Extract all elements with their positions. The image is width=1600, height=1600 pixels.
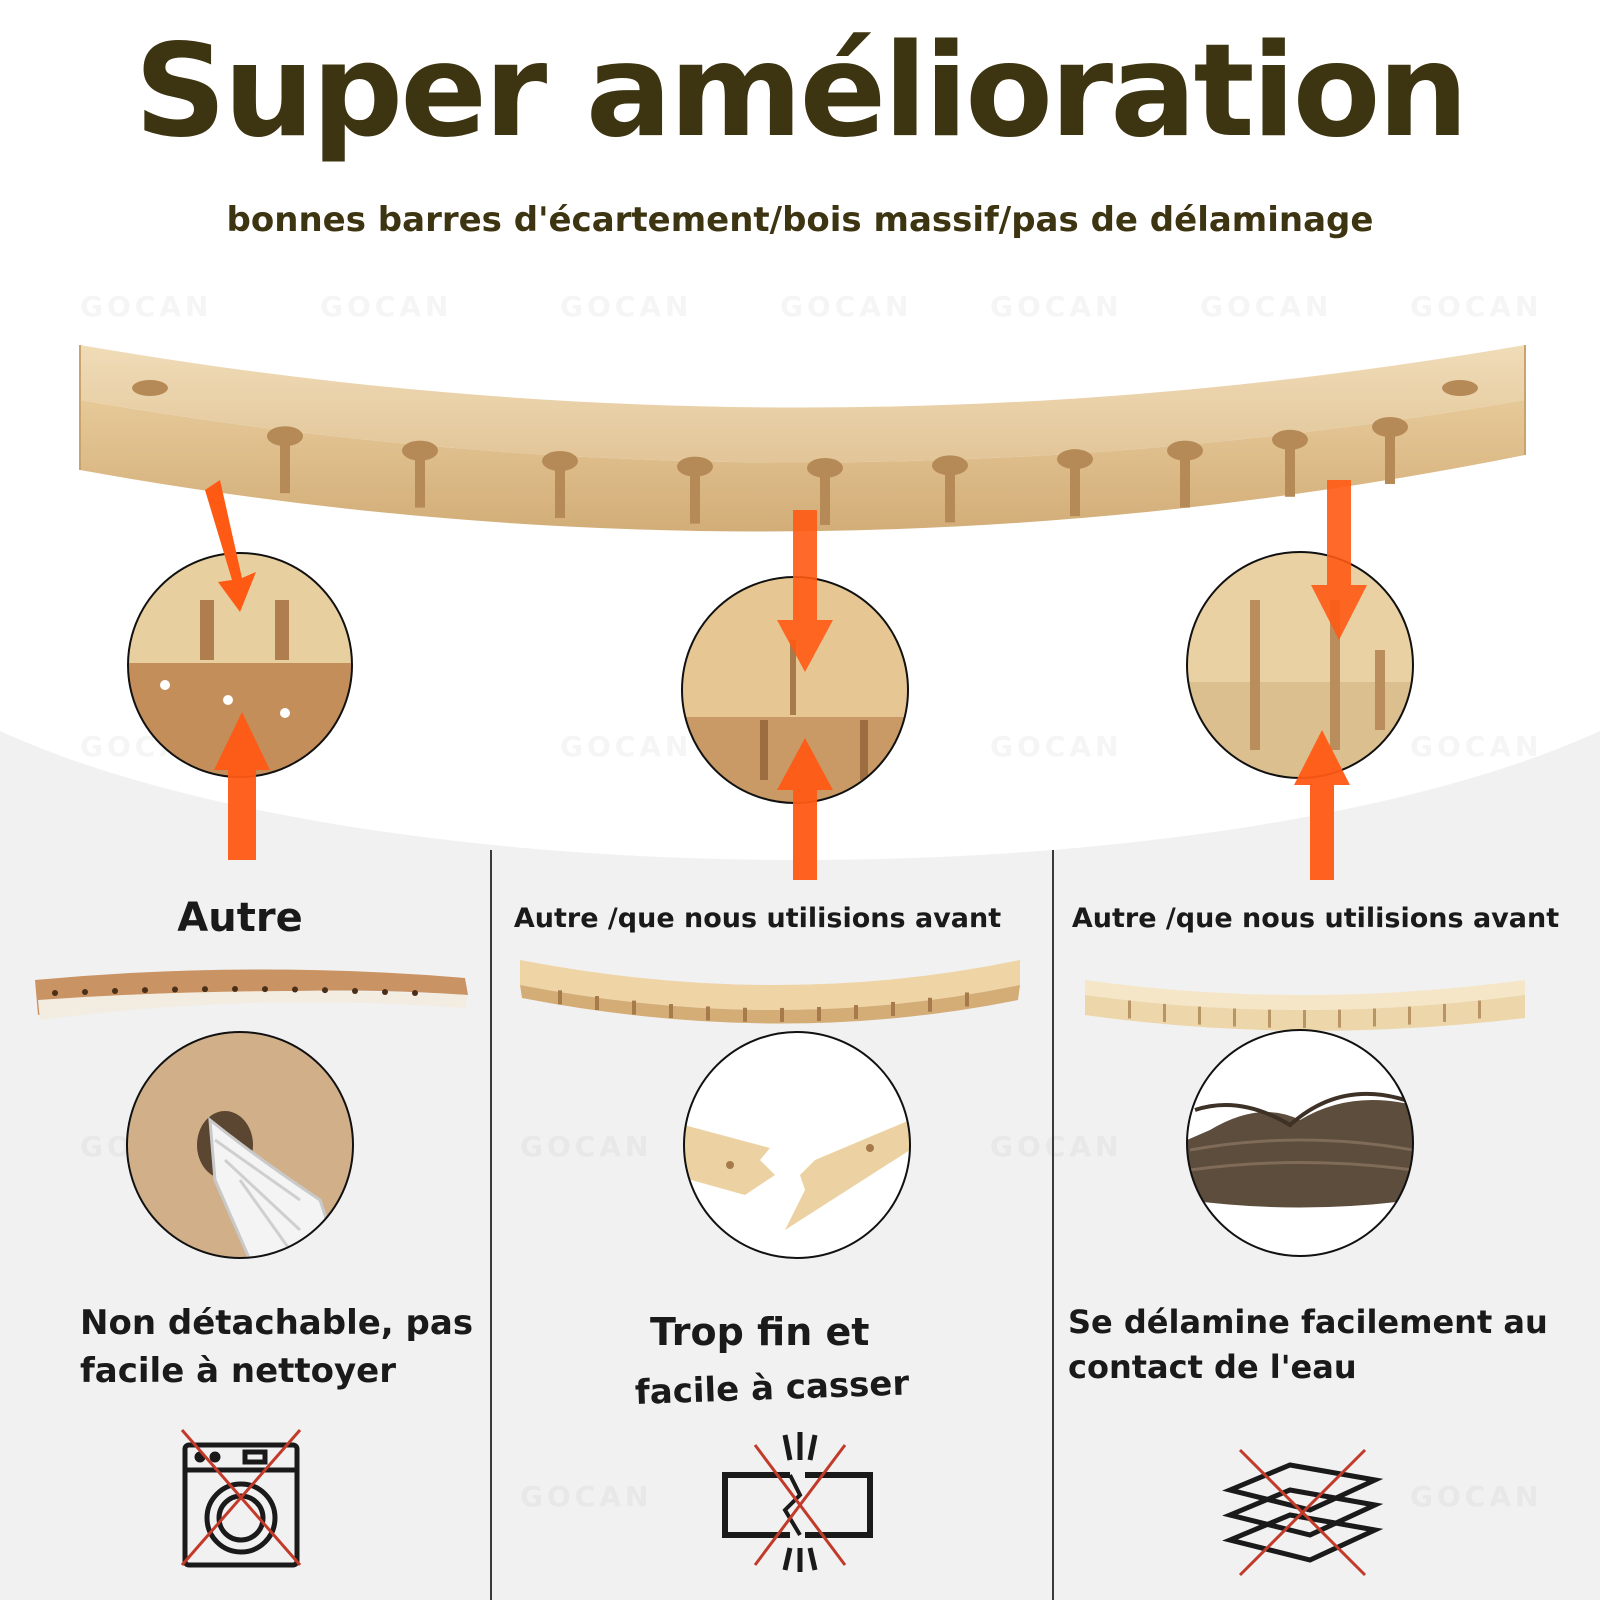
thumbnail-hole — [352, 988, 358, 994]
hero-slot-cut — [1070, 461, 1080, 517]
thumbnail-slot — [891, 1001, 895, 1016]
hero-slot-hole — [932, 455, 968, 476]
thumbnail-hole — [112, 988, 118, 994]
hero-slot-cut — [555, 463, 565, 519]
thumbnail-slot — [928, 997, 932, 1012]
hero-bar-slots — [267, 417, 1408, 525]
hero-slot-cut — [1285, 441, 1295, 497]
thumbnail-hole — [262, 986, 268, 993]
thumbnail-slot — [817, 1007, 821, 1022]
bar-thumbnail-3-slots — [1128, 1000, 1481, 1028]
detail-circle-broken — [683, 1031, 911, 1259]
description-3-line-2: contact de l'eau — [1068, 1347, 1357, 1386]
thumbnail-slot — [669, 1004, 673, 1019]
hero-slot-cut — [1180, 452, 1190, 508]
page-subtitle: bonnes barres d'écartement/bois massif/p… — [226, 200, 1374, 240]
detail-circle-delaminated — [1186, 1029, 1414, 1257]
thumbnail-slot — [1128, 1000, 1131, 1019]
description-1-line-1: Non détachable, pas — [80, 1303, 474, 1343]
column-divider-left — [490, 850, 492, 1600]
detail-circle-rope — [126, 1031, 354, 1259]
hero-slot-hole — [1167, 440, 1203, 461]
hero-slot-hole — [402, 440, 438, 461]
bar-thumbnail-1-holes — [52, 986, 418, 996]
column-label-2: Autre /que nous utilisions avant — [513, 903, 1002, 934]
thumbnail-hole — [382, 988, 388, 995]
description-2: Trop fin et facile à casser — [634, 1300, 910, 1422]
thumbnail-slot — [1443, 1003, 1446, 1022]
hero-slot-cut — [415, 452, 425, 508]
hero-slot-hole — [1372, 417, 1408, 438]
thumbnail-slot — [595, 996, 599, 1011]
bar-thumbnail-2-slots — [558, 990, 969, 1022]
hero-slot-cut — [280, 438, 290, 494]
thumbnail-hole — [172, 986, 178, 993]
thumbnail-hole — [82, 988, 88, 995]
thumbnail-slot — [743, 1007, 747, 1022]
thumbnail-slot — [965, 992, 969, 1007]
bar-thumbnail-2 — [520, 960, 1020, 1024]
hero-slot-cut — [1385, 429, 1395, 485]
hero-slot-hole — [677, 456, 713, 477]
thumbnail-slot — [1373, 1008, 1376, 1027]
hero-slot-hole — [1057, 449, 1093, 470]
hero-slot-hole — [1272, 429, 1308, 450]
thumbnail-slot — [780, 1007, 784, 1022]
thumbnail-slot — [558, 990, 562, 1005]
zoom-circle-right — [1186, 551, 1414, 779]
thumbnail-hole — [202, 986, 208, 993]
description-3-line-1: Se délamine facilement au — [1068, 1303, 1548, 1341]
hero-slot-hole — [807, 457, 843, 478]
thumbnail-slot — [632, 1000, 636, 1015]
description-2-line-2: facile à casser — [634, 1363, 910, 1413]
washing-machine-crossed-icon — [180, 1429, 302, 1568]
thumbnail-slot — [706, 1006, 710, 1021]
thumbnail-hole — [52, 990, 58, 996]
hero-slot-cut — [690, 468, 700, 524]
broken-bar-crossed-icon — [722, 1432, 873, 1572]
hero-bar-top — [80, 345, 1525, 463]
thumbnail-slot — [1408, 1006, 1411, 1025]
thumbnail-slot — [1303, 1010, 1306, 1028]
column-label-3: Autre /que nous utilisions avant — [1071, 903, 1560, 934]
thumbnail-hole — [292, 986, 298, 993]
column-label-1: Autre — [177, 895, 303, 941]
thumbnail-slot — [1163, 1003, 1166, 1022]
thumbnail-slot — [1478, 1000, 1481, 1019]
page-title: Super amélioration — [134, 17, 1468, 166]
description-2-line-1: Trop fin et — [650, 1310, 870, 1354]
thumbnail-slot — [1233, 1008, 1236, 1027]
hero-slot-cut — [945, 467, 955, 523]
description-3: Se délamine facilement au contact de l'e… — [1068, 1300, 1548, 1390]
thumbnail-slot — [1198, 1006, 1201, 1025]
hero-bar-front — [80, 400, 1525, 532]
thumbnail-slot — [1338, 1009, 1341, 1028]
hero-arrows — [205, 480, 1367, 880]
description-1-line-2: facile à nettoyer — [80, 1350, 396, 1391]
thumbnail-slot — [1268, 1009, 1271, 1028]
layers-crossed-icon — [1222, 1448, 1384, 1577]
hero-slot-hole — [267, 426, 303, 447]
thumbnail-hole — [322, 987, 328, 994]
thumbnail-hole — [412, 990, 418, 996]
thumbnail-hole — [142, 987, 148, 994]
hero-slot-hole — [542, 451, 578, 472]
thumbnail-hole — [232, 986, 238, 992]
hero-slot-cut — [820, 469, 830, 525]
thumbnail-slot — [854, 1005, 858, 1020]
bar-thumbnail-1 — [35, 969, 468, 1020]
column-divider-right — [1052, 850, 1054, 1600]
description-1: Non détachable, pas facile à nettoyer — [80, 1300, 473, 1395]
